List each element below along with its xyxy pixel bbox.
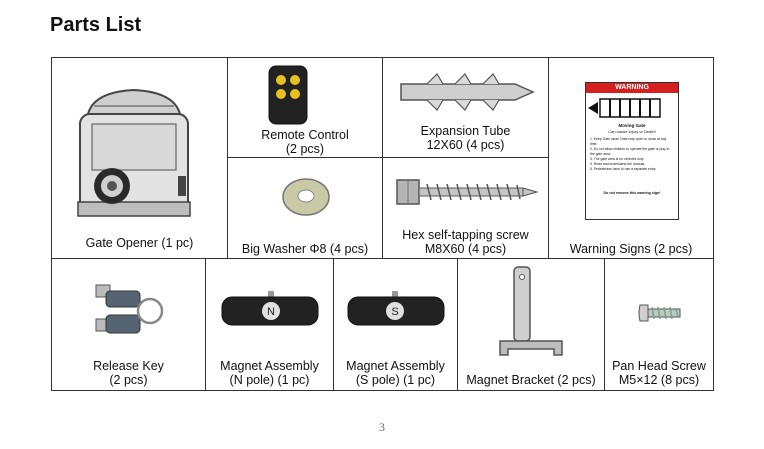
warning-sign-rules: 1. Keep Gate clear! Gate may open or clo… xyxy=(590,137,674,172)
part-remote-control: Remote Control(2 pcs) xyxy=(227,57,383,158)
warning-rule: 3. The gate area is for vehicles only. xyxy=(590,157,645,161)
expansion-tube-image xyxy=(400,73,535,111)
part-gate-opener: Gate Opener (1 pc) xyxy=(51,57,228,259)
warning-sign-header: WARNING xyxy=(586,83,678,93)
page-title: Parts List xyxy=(50,14,142,36)
magnet-bracket-image xyxy=(499,266,563,356)
magnet-bracket-label: Magnet Bracket (2 pcs) xyxy=(466,373,596,387)
part-big-washer: Big Washer Φ8 (4 pcs) xyxy=(227,157,383,259)
release-key-label: Release Key(2 pcs) xyxy=(93,359,164,387)
pan-head-screw-image xyxy=(638,304,681,322)
warning-rule: 5. Pedestrians have to use a separate en… xyxy=(590,167,657,171)
magnet-s-image: S xyxy=(347,291,445,326)
moving-gate-icon xyxy=(588,98,661,118)
part-magnet-assembly-n: N Magnet Assembly(N pole) (1 pc) xyxy=(205,258,334,391)
gate-opener-image xyxy=(77,88,191,217)
warning-sign-subtitle: Moving Gate xyxy=(618,123,646,128)
part-magnet-bracket: Magnet Bracket (2 pcs) xyxy=(457,258,605,391)
page-number: 3 xyxy=(379,420,385,434)
magnet-s-label: Magnet Assembly(S pole) (1 pc) xyxy=(346,359,445,387)
remote-control-image xyxy=(268,65,308,125)
warning-rule: 2. Do not allow children to operate the … xyxy=(590,147,670,156)
remote-control-label: Remote Control(2 pcs) xyxy=(261,128,349,156)
warning-sign-image: WARNING Moving Gate Can cause Injury or … xyxy=(585,82,679,220)
gate-opener-label: Gate Opener (1 pc) xyxy=(85,236,194,250)
magnet-n-label: Magnet Assembly(N pole) (1 pc) xyxy=(220,359,319,387)
magnet-s-letter: S xyxy=(391,306,398,318)
warning-sign-footer: Do not remove this warning sign! xyxy=(603,191,661,195)
hex-screw-image xyxy=(396,179,539,205)
part-warning-signs: WARNING Moving Gate Can cause Injury or … xyxy=(548,57,714,259)
magnet-n-letter: N xyxy=(267,306,275,318)
warning-rule: 1. Keep Gate clear! Gate may open or clo… xyxy=(590,137,667,146)
part-magnet-assembly-s: S Magnet Assembly(S pole) (1 pc) xyxy=(333,258,458,391)
part-release-key: Release Key(2 pcs) xyxy=(51,258,206,391)
release-key-image xyxy=(95,284,164,334)
warning-sign-caption: Can cause Injury or Death! xyxy=(608,129,656,134)
big-washer-image xyxy=(282,178,330,216)
warning-signs-label: Warning Signs (2 pcs) xyxy=(569,242,693,256)
big-washer-label: Big Washer Φ8 (4 pcs) xyxy=(241,242,369,256)
warning-rule: 4. Read and understand the manual. xyxy=(590,162,646,166)
magnet-n-image: N xyxy=(221,291,319,326)
